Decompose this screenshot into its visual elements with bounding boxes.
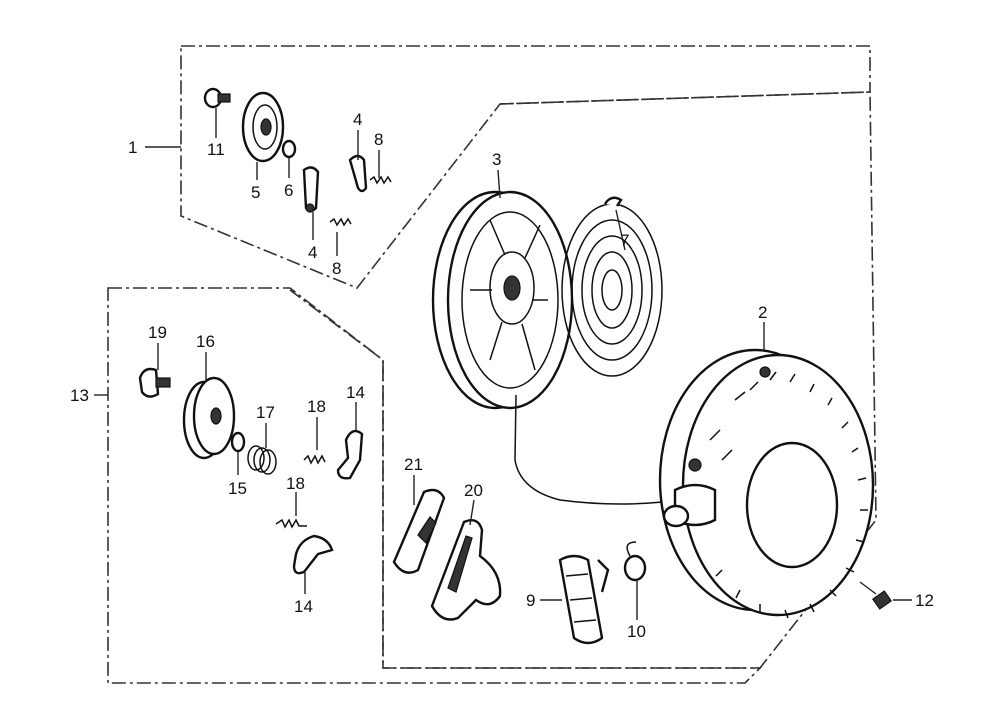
callout-16: 16 bbox=[196, 332, 215, 351]
callout-2: 2 bbox=[758, 303, 767, 322]
leader-lines bbox=[94, 108, 912, 620]
ratchet-plate-5 bbox=[241, 91, 285, 163]
ratchet-pawl-4-upper bbox=[348, 154, 368, 193]
callout-13: 13 bbox=[70, 386, 89, 405]
washer-15 bbox=[230, 431, 246, 453]
ratchet-pawl-14-lower bbox=[292, 534, 334, 575]
callout-10: 10 bbox=[627, 622, 646, 641]
callout-21: 21 bbox=[404, 455, 423, 474]
callout-4-lower: 4 bbox=[308, 243, 317, 262]
callout-7: 7 bbox=[620, 231, 629, 250]
ratchet-plate-16 bbox=[182, 376, 236, 460]
callout-18-lower: 18 bbox=[286, 474, 305, 493]
reel-3 bbox=[431, 190, 574, 410]
spring-8-upper bbox=[369, 175, 392, 185]
starter-housing-2 bbox=[658, 348, 875, 619]
starter-rope bbox=[514, 394, 681, 505]
spring-8-lower bbox=[329, 217, 352, 227]
callout-1: 1 bbox=[128, 138, 137, 157]
handle-20 bbox=[430, 519, 502, 621]
spring-17 bbox=[247, 445, 277, 475]
handle-21 bbox=[392, 488, 446, 574]
spring-18-upper bbox=[303, 454, 326, 465]
spring-18-lower bbox=[275, 518, 307, 529]
callout-labels: 1 11 5 6 4 8 4 8 3 7 2 12 10 9 21 20 13 … bbox=[70, 110, 934, 641]
washer-6 bbox=[281, 139, 297, 159]
ratchet-pawl-4-lower bbox=[302, 166, 320, 213]
recoil-spring-7 bbox=[561, 196, 663, 377]
callout-20: 20 bbox=[464, 481, 483, 500]
callout-9: 9 bbox=[526, 591, 535, 610]
rope-guide bbox=[662, 504, 690, 528]
callout-4-upper: 4 bbox=[353, 110, 362, 129]
callout-17: 17 bbox=[256, 403, 275, 422]
group-boundary-13 bbox=[107, 287, 762, 684]
callout-18-upper: 18 bbox=[307, 397, 326, 416]
callout-19: 19 bbox=[148, 323, 167, 342]
callout-8-upper: 8 bbox=[374, 130, 383, 149]
handle-9 bbox=[558, 554, 610, 645]
bolt-12 bbox=[859, 581, 893, 610]
callout-3: 3 bbox=[492, 150, 501, 169]
bolt-19 bbox=[138, 367, 171, 398]
callout-14-upper: 14 bbox=[346, 383, 365, 402]
callout-15: 15 bbox=[228, 479, 247, 498]
callout-11: 11 bbox=[207, 140, 225, 159]
callout-5: 5 bbox=[251, 183, 260, 202]
callout-8-lower: 8 bbox=[332, 259, 341, 278]
rope-clip-10 bbox=[623, 541, 647, 582]
callout-6: 6 bbox=[284, 181, 293, 200]
bolt-11 bbox=[203, 87, 231, 109]
callout-12: 12 bbox=[915, 591, 934, 610]
callout-14-lower: 14 bbox=[294, 597, 313, 616]
ratchet-pawl-14-upper bbox=[336, 429, 364, 480]
